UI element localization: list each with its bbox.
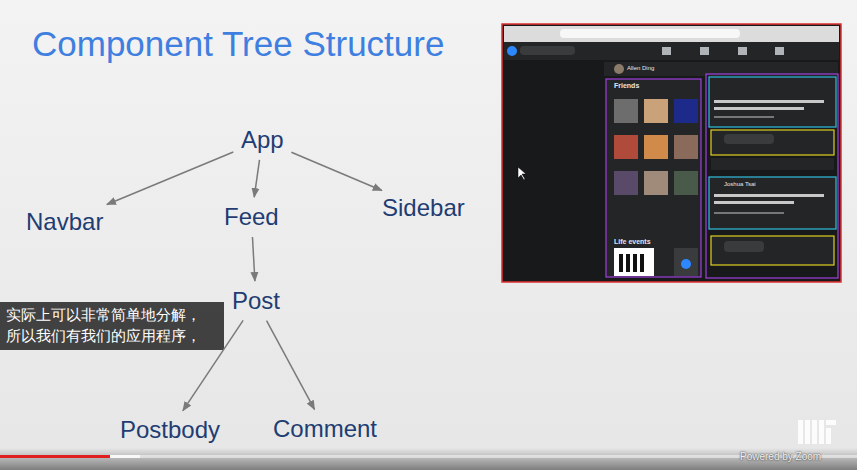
subtitle-line: 所以我们有我们的应用程序， bbox=[6, 327, 201, 345]
logo-bar bbox=[633, 254, 637, 272]
node-label: Sidebar bbox=[382, 194, 465, 222]
text-line bbox=[714, 194, 824, 197]
comment-outline bbox=[711, 236, 834, 265]
progress-track bbox=[0, 455, 857, 458]
tree-arrow bbox=[267, 321, 315, 410]
screenshot-text: Friends bbox=[614, 82, 639, 90]
friend-photo bbox=[614, 171, 638, 195]
watermark: Powered by Zoom bbox=[740, 451, 821, 463]
feed-outline bbox=[706, 74, 838, 278]
tree-node: Navbar bbox=[22, 206, 107, 238]
subtitle-line: 实际上可以非常简单地分解， bbox=[6, 306, 201, 324]
avatar bbox=[614, 64, 624, 74]
browser-bar bbox=[504, 26, 839, 42]
tree-arrow bbox=[107, 152, 233, 204]
nav-icon bbox=[662, 47, 671, 55]
comment-bubble bbox=[724, 241, 764, 252]
tree-node: App bbox=[237, 124, 288, 156]
address-bar bbox=[560, 29, 740, 38]
fb-logo bbox=[507, 46, 517, 56]
friend-photo bbox=[614, 135, 638, 159]
tree-node: Feed bbox=[220, 201, 283, 233]
mouse-cursor bbox=[518, 167, 526, 180]
post-outline bbox=[709, 77, 836, 127]
nav-icon bbox=[700, 47, 709, 55]
subtitle-box bbox=[0, 302, 224, 350]
text-line bbox=[714, 116, 774, 118]
screenshot-text: Joshua Tsai bbox=[724, 181, 756, 188]
comment-outline bbox=[711, 130, 834, 155]
friend-photo bbox=[614, 99, 638, 123]
search-box bbox=[520, 46, 575, 55]
screenshot-frame bbox=[502, 24, 841, 282]
logo-bar bbox=[619, 254, 623, 272]
text-line bbox=[714, 201, 794, 204]
node-label: Comment bbox=[273, 415, 377, 443]
friends-box bbox=[606, 79, 701, 277]
friend-photo bbox=[674, 171, 698, 195]
life-event-image bbox=[674, 248, 698, 276]
friend-photo bbox=[644, 135, 668, 159]
post-outline bbox=[709, 177, 836, 229]
node-label: Post bbox=[232, 287, 280, 315]
node-label: Navbar bbox=[26, 208, 103, 236]
comment-bubble bbox=[724, 134, 774, 144]
node-label: Postbody bbox=[120, 416, 220, 444]
tree-arrow bbox=[252, 237, 254, 281]
logo-bar bbox=[640, 254, 644, 272]
screenshot-text: Life events bbox=[614, 238, 651, 246]
friend-photo bbox=[644, 171, 668, 195]
progress-bar bbox=[0, 455, 110, 458]
tree-node: Sidebar bbox=[378, 192, 469, 224]
video-controls bbox=[0, 448, 857, 470]
friend-photo bbox=[644, 99, 668, 123]
tree-arrow bbox=[254, 160, 259, 197]
comment-input bbox=[711, 158, 834, 170]
icon bbox=[681, 259, 691, 269]
friend-photo bbox=[674, 135, 698, 159]
tree-arrow bbox=[291, 152, 381, 190]
text-line bbox=[714, 107, 804, 110]
life-event-image bbox=[614, 248, 654, 276]
fb-navbar bbox=[504, 42, 839, 60]
nav-icon bbox=[775, 47, 784, 55]
text-line bbox=[714, 212, 784, 214]
tree-node: Postbody bbox=[116, 414, 224, 446]
node-label: Feed bbox=[224, 203, 279, 231]
mit-logo bbox=[798, 420, 836, 444]
friend-photo bbox=[674, 99, 698, 123]
slide-title: Component Tree Structure bbox=[32, 24, 444, 64]
progress-buffer bbox=[110, 455, 140, 458]
text-line bbox=[714, 100, 824, 103]
logo-bar bbox=[626, 254, 630, 272]
node-label: App bbox=[241, 126, 284, 154]
tree-node: Post bbox=[228, 285, 284, 317]
tree-node: Comment bbox=[269, 413, 381, 445]
nav-icon bbox=[738, 47, 747, 55]
screenshot-text: Allen Ding bbox=[627, 65, 654, 72]
